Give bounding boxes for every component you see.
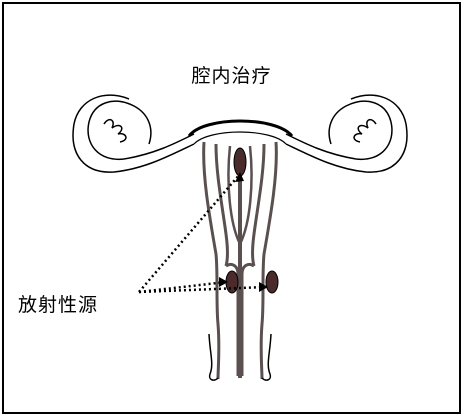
left-fallopian-tube [73,95,194,172]
source-right-ovoid [266,271,278,293]
uterus-fundus [189,121,292,136]
pointer-arrows [139,174,266,292]
right-fallopian-tube [286,95,407,172]
source-tandem [234,148,246,176]
uterus-illustration [4,4,459,412]
